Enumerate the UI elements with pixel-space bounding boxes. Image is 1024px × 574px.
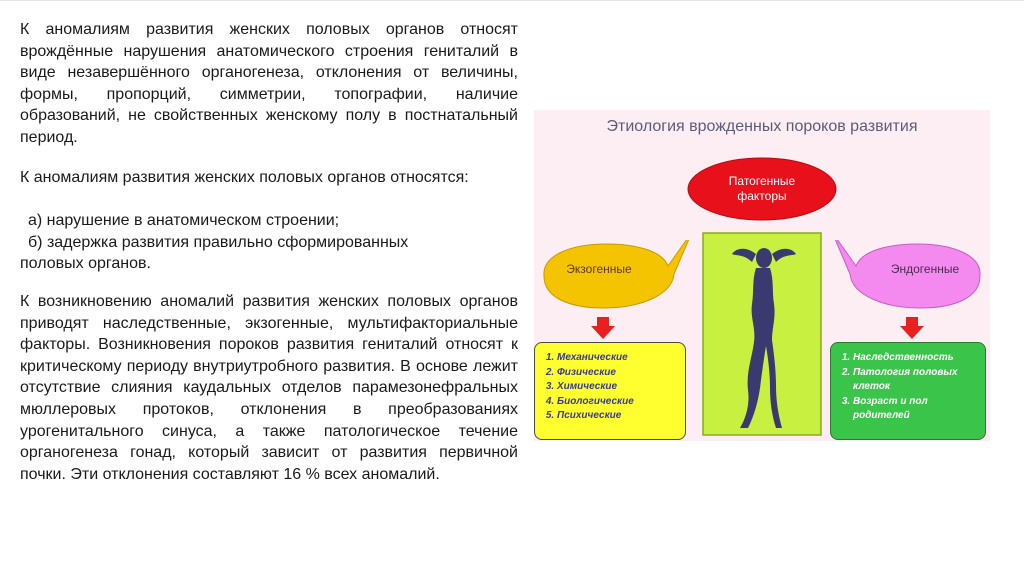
exogenous-label: Экзогенные [566, 262, 632, 276]
list-item: Биологические [557, 395, 685, 410]
exogenous-bubble: Экзогенные [534, 231, 694, 312]
paragraph-definition: К аномалиям развития женских половых орг… [20, 21, 518, 146]
list-item: Психические [557, 409, 685, 424]
list-item: Наследственность [853, 351, 985, 366]
exogenous-factors-list: Механические Физические Химические Биоло… [535, 351, 685, 424]
list-item-b-continuation: половых органов. [20, 255, 151, 273]
endogenous-label: Эндогенные [890, 262, 960, 276]
list-item-b: б) задержка развития правильно сформиров… [28, 233, 409, 251]
pink-speech-bubble-shape [831, 231, 981, 309]
center-label-line2: факторы [737, 189, 787, 203]
list-item: Физические [557, 366, 685, 381]
paragraph-causes: К возникновению аномалий развития женски… [20, 292, 518, 483]
female-silhouette-panel [702, 232, 822, 436]
endogenous-factors-box: Наследственность Патология половых клето… [830, 342, 986, 440]
list-item-a: а) нарушение в анатомическом строении; [28, 212, 340, 230]
exogenous-factors-box: Механические Физические Химические Биоло… [534, 342, 686, 440]
endogenous-factors-list: Наследственность Патология половых клето… [831, 351, 985, 424]
etiology-diagram: Этиология врожденных пороков развития Па… [534, 110, 990, 441]
diagram-title: Этиология врожденных пороков развития [606, 118, 918, 135]
list-item: Химические [557, 380, 685, 395]
list-item: Механические [557, 351, 685, 366]
endogenous-bubble: Эндогенные [830, 231, 990, 312]
paragraph-list-intro: К аномалиям развития женских половых орг… [20, 168, 469, 186]
female-silhouette-icon [702, 232, 822, 436]
orange-speech-bubble-shape [543, 231, 693, 309]
text-column: К аномалиям развития женских половых орг… [20, 19, 518, 485]
arrow-down-right-icon [900, 317, 924, 339]
top-divider [0, 0, 1024, 1]
anomaly-list: а) нарушение в анатомическом строении; б… [20, 210, 518, 275]
list-item: Патология половых клеток [853, 366, 985, 395]
list-item: Возраст и пол родителей [853, 395, 985, 424]
red-oval-shape [687, 157, 837, 221]
arrow-down-left-icon [591, 317, 615, 339]
center-label-line1: Патогенные [728, 174, 796, 188]
